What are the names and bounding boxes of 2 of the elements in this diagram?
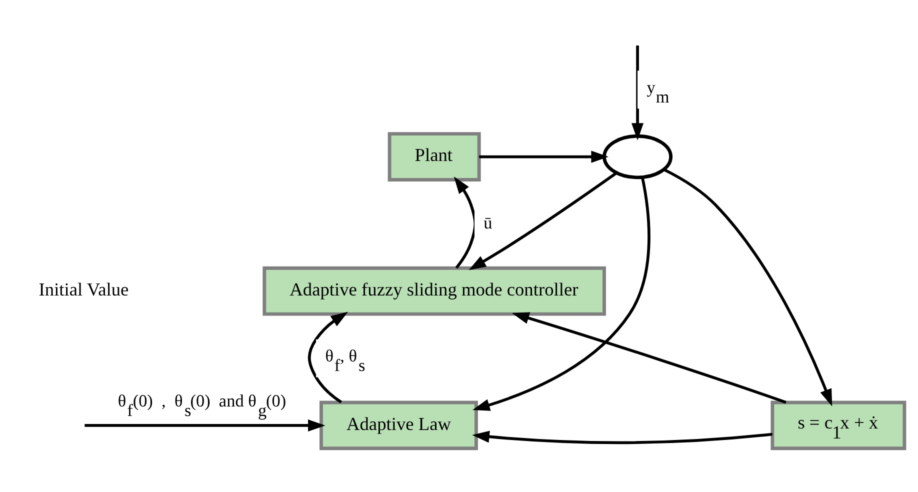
edge-label: ū [484,213,492,232]
label: Initial Value [38,278,129,299]
